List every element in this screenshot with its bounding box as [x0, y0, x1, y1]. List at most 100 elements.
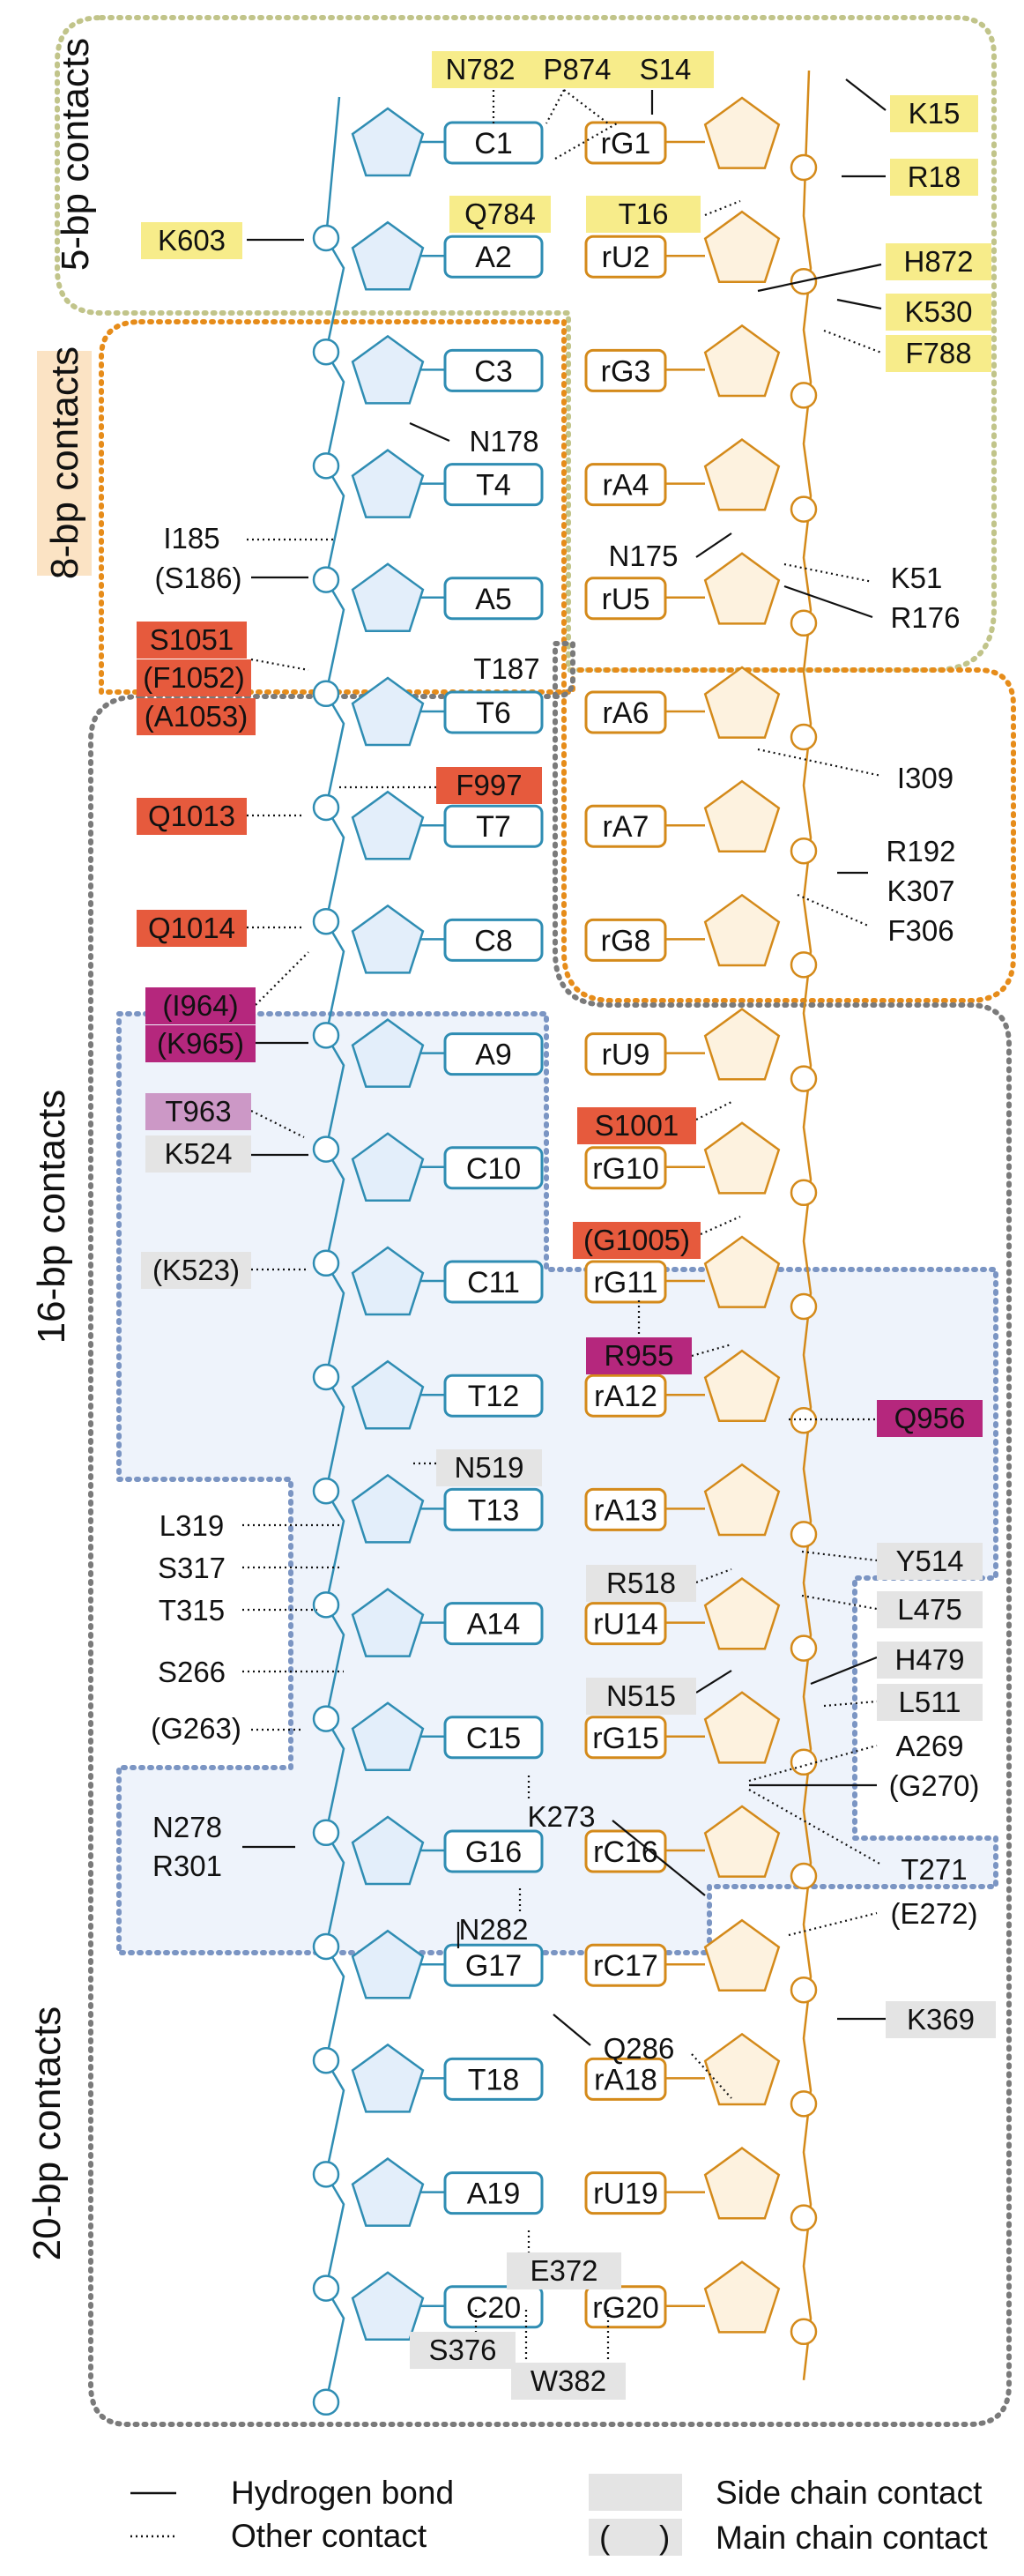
residue-w382: W382: [531, 2364, 606, 2397]
residue-r18-bg: [890, 159, 978, 196]
rna-sugar: [703, 324, 781, 398]
dna-base-box: [443, 2285, 544, 2329]
residue-r955-bg: [586, 1337, 692, 1374]
region-label-5bp: 5-bp contacts: [54, 38, 97, 271]
rna-phosphate: [790, 1406, 818, 1434]
rna-phosphate: [790, 1179, 818, 1207]
rna-sugar: [703, 2147, 781, 2220]
rna-base-box: [584, 1146, 667, 1190]
residue-n282: N282: [459, 1913, 529, 1946]
dna-phosphate: [312, 1819, 340, 1847]
rna-sugar: [703, 1008, 781, 1081]
residue-s376-bg: [410, 2332, 516, 2369]
residue-f1052: (F1052): [143, 661, 245, 694]
rna-base-label: rG1: [601, 127, 651, 160]
rna-base-label: rG10: [592, 1152, 659, 1186]
dna-phosphate: [312, 338, 340, 366]
other-contact-line: [788, 1911, 878, 1937]
residue-i185: I185: [163, 522, 219, 555]
dna-phosphate: [312, 2046, 340, 2074]
residue-f306: F306: [887, 914, 954, 947]
residue-q1013: Q1013: [148, 800, 235, 832]
dna-phosphate: [312, 1591, 340, 1619]
dna-sugar: [351, 1815, 425, 1886]
dna-base-label: C10: [466, 1152, 521, 1186]
residue-s1051: S1051: [150, 623, 234, 656]
rna-base-box: [584, 804, 667, 848]
residue-t16: T16: [619, 197, 669, 230]
residue-g263: (G263): [151, 1712, 241, 1745]
hydrogen-bond-line: [783, 584, 873, 619]
residue-s266: S266: [158, 1656, 226, 1688]
rna-sugar: [703, 438, 781, 511]
rna-base-label: rA13: [594, 1493, 657, 1527]
residue-i964-bg: [145, 987, 256, 1024]
rna-phosphate: [790, 723, 818, 751]
residue-n515: N515: [606, 1679, 676, 1712]
dna-phosphate: [312, 1022, 340, 1049]
residue-p874: P874: [543, 53, 611, 86]
rna-base-label: rU9: [602, 1039, 650, 1072]
residue-r301: R301: [152, 1850, 222, 1882]
dna-base-label: C3: [474, 354, 512, 388]
dna-sugar: [351, 2157, 425, 2227]
dna-base-label: T6: [476, 696, 511, 730]
residue-n782-bg: [432, 51, 529, 88]
region-20bp-border: [88, 641, 1012, 2427]
rna-base-label: rA4: [603, 469, 649, 503]
dna-phosphate: [312, 2274, 340, 2302]
residue-i309: I309: [897, 762, 954, 794]
residue-k965-bg: [145, 1025, 256, 1062]
other-contact-line: [704, 199, 741, 217]
dna-base-label: A14: [467, 1608, 521, 1642]
dna-base-box: [443, 2057, 544, 2101]
hydrogen-bond-line: [695, 1670, 732, 1694]
residue-y514: Y514: [895, 1545, 963, 1577]
rna-base-box: [584, 348, 667, 392]
residue-t963: T963: [165, 1095, 231, 1128]
dna-base-box: [443, 1943, 544, 1987]
rna-base-label: rA12: [594, 1380, 657, 1413]
rna-base-label: rG8: [601, 924, 651, 957]
residue-f997: F997: [456, 769, 522, 801]
residue-s14: S14: [640, 53, 692, 86]
dna-base-label: A5: [475, 583, 512, 616]
residue-s317: S317: [158, 1552, 226, 1584]
residue-s1001-bg: [577, 1107, 696, 1144]
dna-base-box: [443, 804, 544, 848]
dna-base-box: [443, 235, 544, 279]
residue-r176: R176: [891, 601, 961, 634]
rna-phosphate: [790, 382, 818, 409]
hydrogen-bond-line: [810, 1656, 878, 1686]
residue-a269: A269: [895, 1730, 963, 1762]
legend-main-close: ): [659, 2520, 670, 2556]
dna-base-box: [443, 348, 544, 392]
dna-base-label: T13: [468, 1493, 520, 1527]
residue-t16-bg: [586, 196, 701, 233]
rna-sugar: [703, 779, 781, 853]
residue-r518: R518: [606, 1567, 676, 1599]
rna-base-box: [584, 690, 667, 734]
other-contact-line: [823, 1700, 878, 1708]
rna-sugar: [703, 666, 781, 739]
dna-phosphate: [312, 224, 340, 252]
rna-base-box: [584, 1943, 667, 1987]
hydrogen-bond-line: [845, 78, 887, 111]
other-contact-line: [255, 951, 309, 1006]
residue-e372-bg: [507, 2252, 621, 2289]
residue-a1053-bg: [137, 698, 256, 735]
rna-base-label: rG11: [593, 1266, 657, 1299]
rna-base-box: [584, 235, 667, 279]
residue-q1014-bg: [137, 910, 247, 947]
dna-phosphate: [312, 1363, 340, 1391]
legend-main-swatch: [589, 2519, 682, 2556]
hydrogen-bond-line: [612, 1820, 706, 1896]
residue-k369-bg: [886, 2001, 996, 2038]
rna-base-box: [584, 121, 667, 165]
residue-n519-bg: [436, 1449, 542, 1486]
residue-k524-bg: [145, 1135, 251, 1173]
dna-sugar: [351, 1473, 425, 1544]
rna-base-box: [584, 2057, 667, 2101]
dna-base-label: T4: [476, 469, 511, 503]
